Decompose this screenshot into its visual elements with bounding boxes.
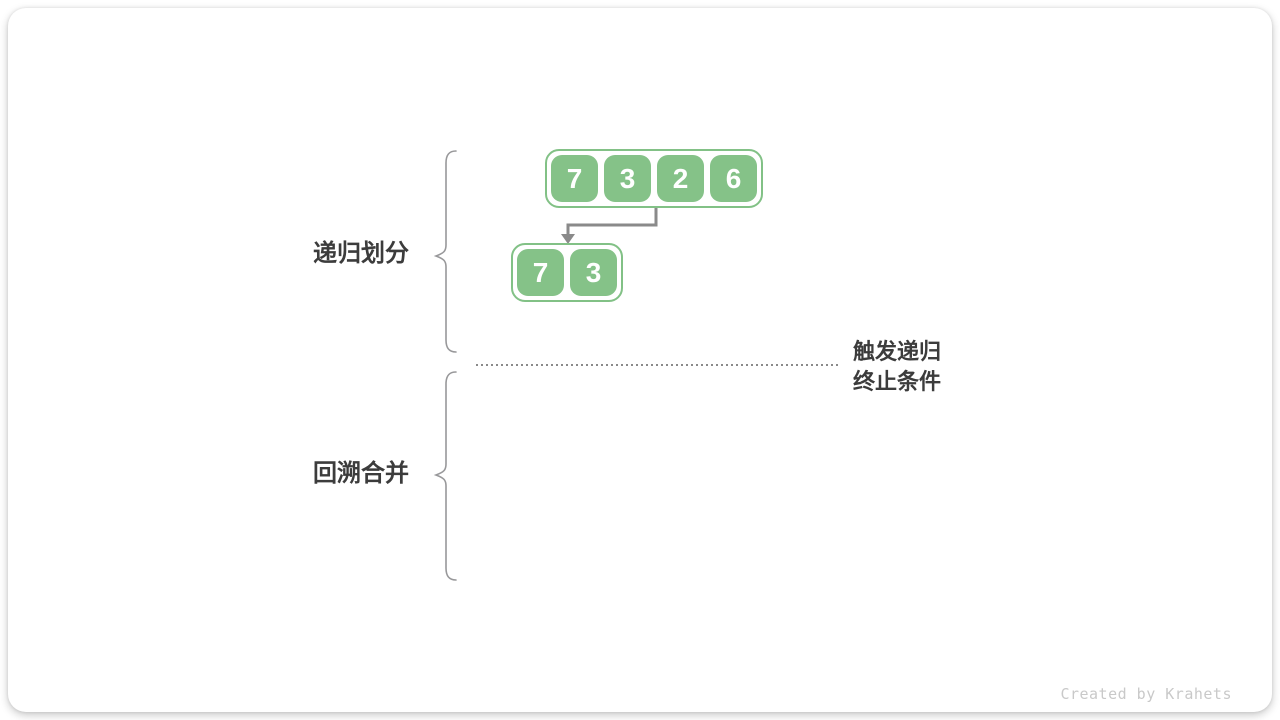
termination-annotation-line2: 终止条件: [853, 369, 942, 394]
divide-brace-icon: [433, 150, 457, 353]
array-cell: 7: [517, 249, 564, 296]
array-cell: 6: [710, 155, 757, 202]
array-level1: 7 3 2 6: [545, 149, 763, 208]
merge-brace-icon: [433, 371, 457, 581]
diagram-card: 递归划分 回溯合并 7 3 2 6 7 3 触发递归 终止条件 Created …: [8, 8, 1272, 712]
array-level2: 7 3: [511, 243, 623, 302]
divide-arrow-icon: [561, 208, 658, 244]
array-cell: 7: [551, 155, 598, 202]
termination-annotation-line1: 触发递归: [853, 339, 942, 364]
array-cell: 2: [657, 155, 704, 202]
array-cell: 3: [604, 155, 651, 202]
backtrack-merge-label: 回溯合并: [313, 460, 409, 487]
array-cell: 3: [570, 249, 617, 296]
termination-annotation: 触发递归 终止条件: [853, 337, 941, 397]
diagram-overlay: [433, 150, 841, 581]
recursive-divide-label: 递归划分: [313, 240, 409, 267]
watermark-credit: Created by Krahets: [1060, 685, 1232, 703]
